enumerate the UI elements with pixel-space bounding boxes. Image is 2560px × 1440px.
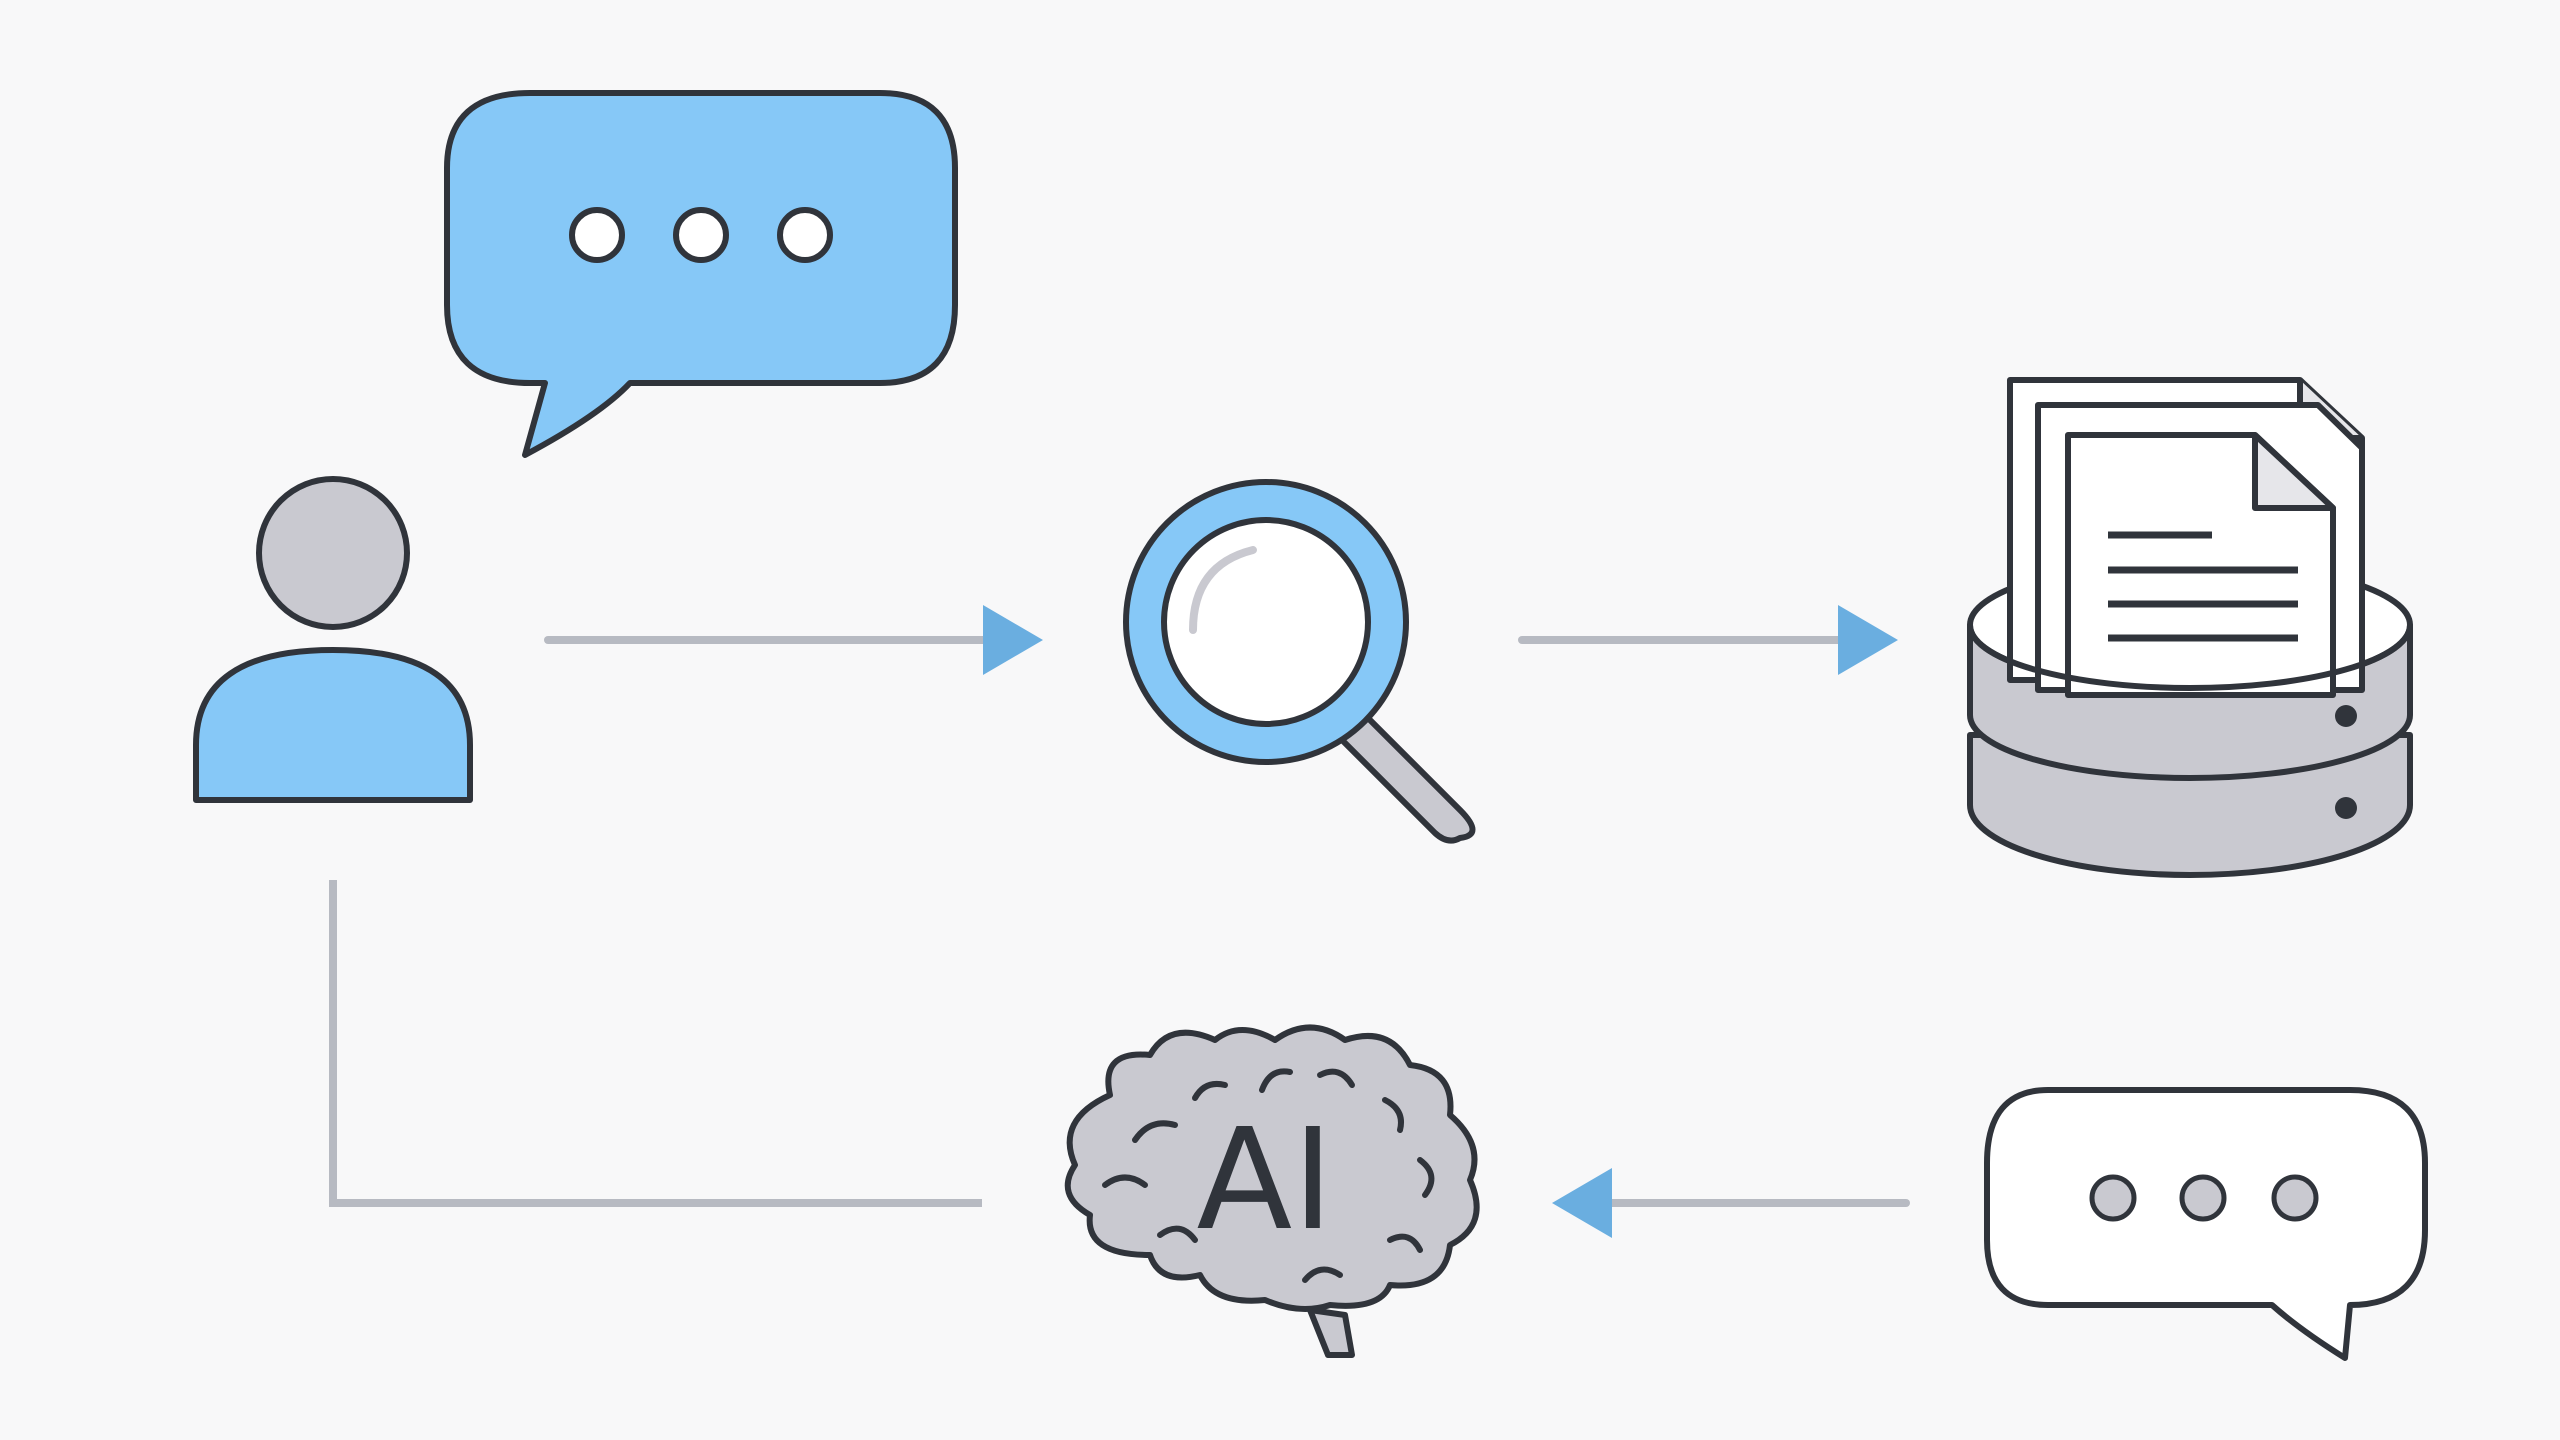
brain-icon: AI [1064,1024,1480,1358]
document-stack-icon [2007,377,2365,698]
arrow-user-to-search [544,605,1043,675]
brain-ai-label: AI [1196,1099,1333,1262]
typing-dot-icon [673,207,729,263]
user-query-bubble-icon [444,90,958,458]
database-documents-icon [1967,377,2413,878]
typing-dot-icon [2271,1174,2319,1222]
user-icon [193,476,473,803]
typing-dot-icon [777,207,833,263]
connector-brain-to-user [329,880,982,1207]
typing-dot-icon [569,207,625,263]
arrow-search-to-database [1518,605,1898,675]
typing-dot-icon [2179,1174,2227,1222]
typing-dot-icon [2089,1174,2137,1222]
magnifying-glass-icon [1123,479,1476,844]
response-bubble-icon [1984,1087,2428,1361]
arrow-response-to-brain [1552,1168,1910,1238]
